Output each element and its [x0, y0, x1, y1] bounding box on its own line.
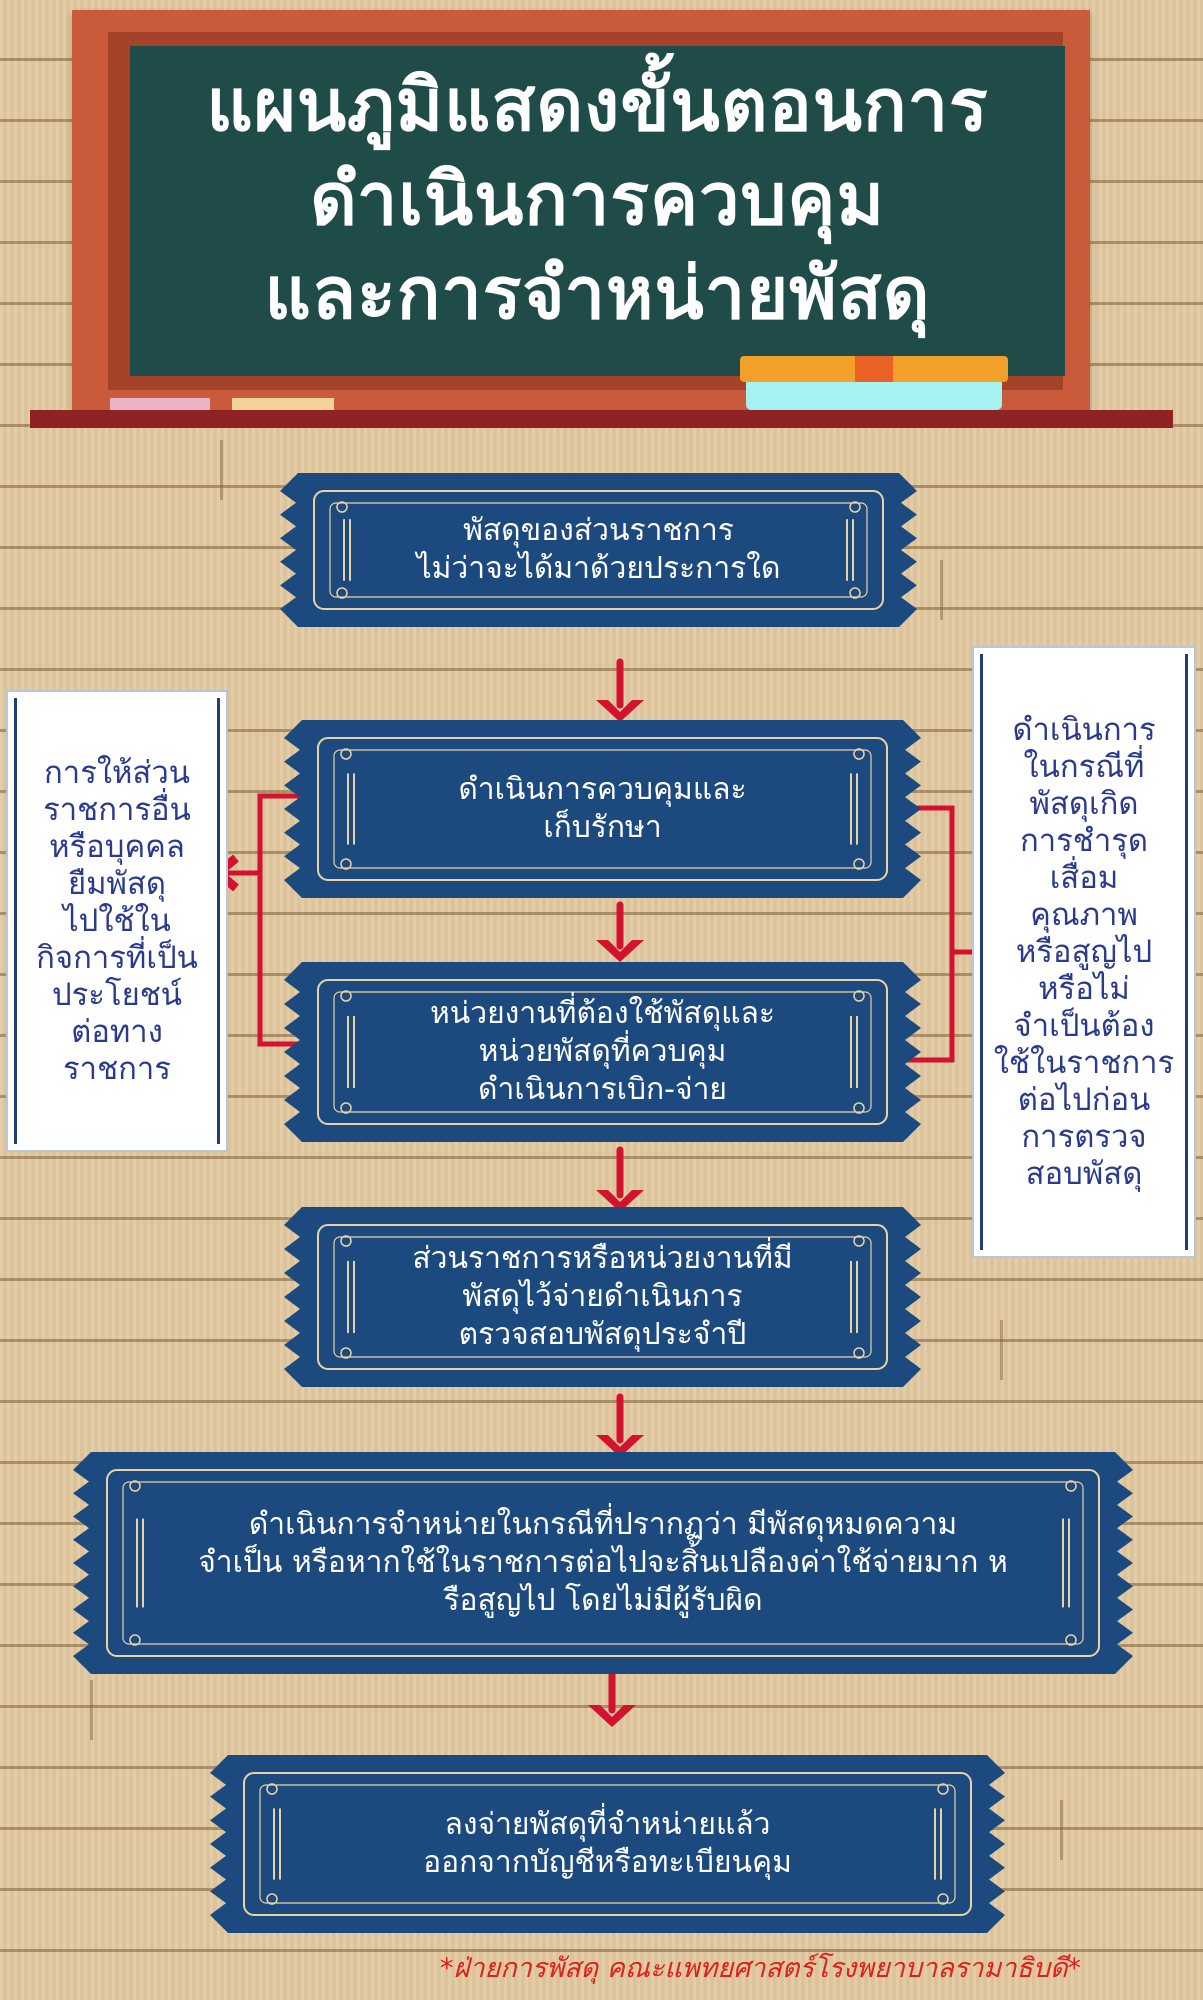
side-box-left-text: การให้ส่วน ราชการอื่น หรือบุคคล ยืมพัสดุ…: [36, 754, 198, 1087]
side-box-border: [217, 698, 220, 1144]
ticket-corner-ornament: [336, 501, 348, 513]
eraser-label: [855, 356, 893, 382]
ticket-corner-ornament: [853, 990, 865, 1002]
ticket-frame: [284, 720, 921, 898]
ticket-corner-ornament: [340, 1347, 352, 1359]
step-2-text: ดำเนินการควบคุมและ เก็บรักษา: [458, 772, 747, 845]
plank-seam: [1000, 1320, 1003, 1380]
chalk-cream: [232, 398, 334, 410]
ticket-inner-frame: [317, 1224, 888, 1370]
ticket-inner-frame: [122, 1481, 1084, 1645]
ticket-frame: [210, 1755, 1005, 1933]
step-6-text: ลงจ่ายพัสดุที่จำหน่ายแล้ว ออกจากบัญชีหรื…: [423, 1807, 792, 1880]
ticket-inner-frame: [313, 490, 884, 610]
ticket-corner-ornament: [1065, 1634, 1077, 1646]
side-box-border: [14, 698, 17, 1144]
page-title: แผนภูมิแสดงขั้นตอนการ ดำเนินการควบคุม แล…: [206, 63, 989, 335]
ticket-background: [284, 962, 921, 1142]
side-box-left: การให้ส่วน ราชการอื่น หรือบุคคล ยืมพัสดุ…: [8, 692, 226, 1150]
ticket-background: [284, 1207, 921, 1387]
ticket-corner-ornament: [849, 501, 861, 513]
side-box-border: [1185, 654, 1188, 1250]
ticket-corner-ornament: [937, 1783, 949, 1795]
ticket-corner-ornament: [937, 1893, 949, 1905]
side-box-right-text: ดำเนินการ ในกรณีที่ พัสดุเกิด การชำรุด เ…: [993, 711, 1175, 1192]
ticket-corner-ornament: [340, 858, 352, 870]
side-box-border: [980, 654, 983, 1250]
flow-step-1: พัสดุของส่วนราชการ ไม่ว่าจะได้มาด้วยประก…: [280, 473, 917, 627]
ticket-corner-ornament: [340, 990, 352, 1002]
ticket-corner-ornament: [1065, 1480, 1077, 1492]
step-5-text: ดำเนินการจำหน่ายในกรณีที่ปรากฏว่า มีพัสด…: [198, 1507, 1008, 1618]
ticket-inner-frame: [317, 737, 888, 881]
ticket-corner-ornament: [129, 1634, 141, 1646]
arrow-head-3: [596, 1190, 644, 1212]
plank-seam: [220, 440, 223, 500]
eraser-base: [746, 382, 1002, 410]
ticket-inner-frame: [329, 502, 868, 598]
ticket-corner-ornament: [853, 1235, 865, 1247]
ticket-corner-ornament: [336, 587, 348, 599]
ticket-background: [284, 720, 921, 898]
arrow-head-4: [596, 1435, 644, 1457]
ticket-inner-frame: [243, 1772, 972, 1916]
ticket-frame: [284, 962, 921, 1142]
ticket-background: [280, 473, 917, 627]
ticket-corner-ornament: [853, 1102, 865, 1114]
ticket-corner-ornament: [340, 748, 352, 760]
chalkboard: [130, 46, 1065, 376]
ticket-inner-frame: [333, 991, 872, 1113]
step-3-text: หน่วยงานที่ต้องใช้พัสดุและ หน่วยพัสดุที่…: [429, 996, 776, 1107]
ticket-corner-ornament: [849, 587, 861, 599]
step-1-text: พัสดุของส่วนราชการ ไม่ว่าจะได้มาด้วยประก…: [416, 513, 781, 586]
ticket-corner-ornament: [340, 1235, 352, 1247]
ticket-inner-frame: [317, 979, 888, 1125]
ticket-frame: [73, 1452, 1133, 1674]
plank-seam: [90, 1680, 93, 1740]
ticket-background: [73, 1452, 1133, 1674]
plank-seam: [1060, 1800, 1063, 1860]
flow-step-5: ดำเนินการจำหน่ายในกรณีที่ปรากฏว่า มีพัสด…: [73, 1452, 1133, 1674]
ticket-background: [210, 1755, 1005, 1933]
arrow-head-2: [596, 940, 644, 962]
ticket-corner-ornament: [129, 1480, 141, 1492]
flow-step-6: ลงจ่ายพัสดุที่จำหน่ายแล้ว ออกจากบัญชีหรื…: [210, 1755, 1005, 1933]
arrow-head-5: [588, 1705, 636, 1727]
arrow-head-1: [596, 700, 644, 722]
flow-step-4: ส่วนราชการหรือหน่วยงานที่มี พัสดุไว้จ่าย…: [284, 1207, 921, 1387]
flow-step-2: ดำเนินการควบคุมและ เก็บรักษา: [284, 720, 921, 898]
flow-step-3: หน่วยงานที่ต้องใช้พัสดุและ หน่วยพัสดุที่…: [284, 962, 921, 1142]
footer-credit: *ฝ่ายการพัสดุ คณะแพทยศาสตร์โรงพยาบาลรามา…: [440, 1953, 1082, 1984]
ticket-corner-ornament: [340, 1102, 352, 1114]
ticket-frame: [284, 1207, 921, 1387]
ticket-inner-frame: [259, 1784, 956, 1904]
ticket-corner-ornament: [266, 1783, 278, 1795]
ticket-corner-ornament: [853, 748, 865, 760]
chalkboard-shelf: [30, 410, 1173, 428]
ticket-inner-frame: [333, 749, 872, 869]
ticket-inner-frame: [106, 1469, 1100, 1657]
chalk-pink: [110, 398, 210, 410]
ticket-corner-ornament: [266, 1893, 278, 1905]
ticket-inner-frame: [333, 1236, 872, 1358]
side-box-right: ดำเนินการ ในกรณีที่ พัสดุเกิด การชำรุด เ…: [974, 648, 1194, 1256]
ticket-frame: [280, 473, 917, 627]
ticket-corner-ornament: [853, 858, 865, 870]
plank-seam: [940, 560, 943, 620]
step-4-text: ส่วนราชการหรือหน่วยงานที่มี พัสดุไว้จ่าย…: [412, 1241, 793, 1352]
ticket-corner-ornament: [853, 1347, 865, 1359]
